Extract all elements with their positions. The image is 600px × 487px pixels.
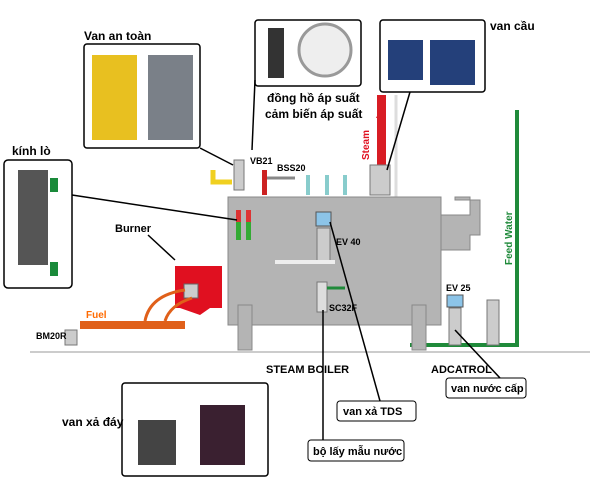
label-fuel: Fuel — [86, 310, 107, 321]
label-burner: Burner — [115, 223, 152, 235]
boiler-leg — [411, 304, 427, 351]
label-steam: Steam — [361, 130, 372, 160]
gauge-glass — [306, 175, 310, 195]
label-tds-valve: van xả TDS — [343, 406, 402, 418]
label-bss20: BSS20 — [277, 163, 306, 173]
ev25-valve — [448, 307, 462, 346]
steam-arrow-icon — [376, 108, 386, 118]
label-ev25: EV 25 — [446, 283, 471, 293]
level-gauge — [246, 210, 251, 222]
globe-valve-fitting — [369, 164, 391, 196]
label-adcatrol: ADCATROL — [431, 364, 492, 376]
label-ev40: EV 40 — [336, 237, 361, 247]
label-sight-glass: kính lò — [12, 144, 51, 158]
label-sc32f: SC32F — [329, 303, 358, 313]
level-gauge — [236, 210, 241, 222]
safety-valve-fitting — [233, 159, 245, 191]
sc32f-sampler — [316, 281, 328, 313]
feed-pump — [486, 299, 500, 346]
label-feed-valve: van nước cấp — [451, 383, 524, 395]
fuel-pipe — [80, 321, 185, 329]
chimney — [439, 196, 481, 251]
ev25-actuator — [446, 294, 464, 308]
sampler-label-box — [307, 439, 405, 462]
ev40-valve — [316, 227, 331, 264]
gauge-glass — [325, 175, 329, 195]
level-gauge — [246, 210, 251, 240]
label-bm20r: BM20R — [36, 331, 67, 341]
tds-valve-label-box — [336, 400, 417, 422]
feed-valve-label-box — [445, 377, 527, 399]
boiler-leg — [237, 304, 253, 351]
label-feed-water: Feed Water — [504, 211, 515, 265]
label-safety-valve: Van an toàn — [84, 29, 151, 43]
label-globe-valve: van cầu — [490, 19, 535, 33]
feed-water-pipe — [410, 110, 519, 347]
label-blowdown-valve: van xả đáy — [62, 415, 124, 429]
gauge-glass — [343, 175, 347, 195]
label-vb21: VB21 — [250, 156, 273, 166]
label-sampler: bộ lấy mẫu nước — [313, 445, 402, 458]
label-pressure-gauge: đồng hồ áp suất — [267, 91, 360, 105]
label-pressure-sensor: cảm biến áp suất — [265, 107, 362, 121]
steam-pipe — [377, 95, 386, 175]
bm20r-valve — [64, 329, 78, 346]
ev40-actuator — [315, 211, 332, 227]
label-steam-boiler: STEAM BOILER — [266, 364, 349, 376]
vb21-fitting — [262, 170, 267, 195]
level-gauge — [236, 210, 241, 240]
